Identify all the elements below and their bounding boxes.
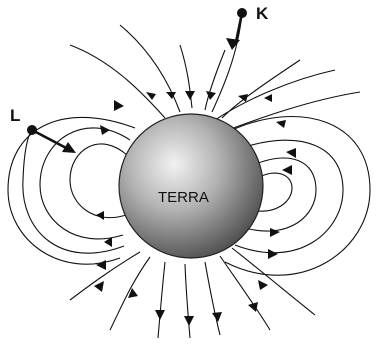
field-line-left-outer xyxy=(7,116,136,265)
field-line-bottom-7 xyxy=(231,247,316,316)
arrow-right-inner xyxy=(270,228,280,237)
field-line-top-3 xyxy=(179,44,193,109)
arrow-right-top-1 xyxy=(286,148,296,158)
arrow-top-1 xyxy=(146,92,156,100)
field-line-right-mid xyxy=(234,139,344,254)
point-L xyxy=(27,125,37,135)
arrow-left-outer xyxy=(96,260,106,270)
arrow-right-outer xyxy=(258,280,268,290)
field-line-L-loop xyxy=(22,129,125,254)
arrow-top-2 xyxy=(166,92,176,99)
field-line-right-inner xyxy=(244,157,317,232)
field-line-top-1 xyxy=(69,44,166,119)
field-line-top-5 xyxy=(214,69,336,121)
label-L: L xyxy=(10,106,20,125)
field-line-top-7 xyxy=(221,59,301,119)
arrow-bottom-2 xyxy=(128,288,138,298)
arrow-right-mid xyxy=(268,249,278,259)
arrow-bottom-4 xyxy=(184,316,194,326)
field-line-right-outer xyxy=(224,116,371,276)
field-line-bottom-5 xyxy=(204,261,221,336)
field-line-K xyxy=(211,12,243,113)
field-line-bottom-6 xyxy=(219,255,271,331)
vector-L-arrowhead xyxy=(62,142,76,153)
arrow-bottom-5 xyxy=(212,312,222,322)
arrow-left-mid xyxy=(104,237,112,247)
earth-sphere xyxy=(118,113,264,259)
arrow-bottom-6 xyxy=(248,302,258,312)
arrow-left-top-2 xyxy=(100,125,110,135)
arrow-bottom-1 xyxy=(94,281,104,292)
arrow-bottom-3 xyxy=(155,310,165,320)
field-line-left-mid xyxy=(39,127,131,240)
planet-label: TERRA xyxy=(158,189,209,206)
field-line-bottom-3 xyxy=(157,261,166,339)
field-line-top-4 xyxy=(204,49,226,111)
arrow-K xyxy=(226,38,240,50)
field-line-top-6 xyxy=(227,91,361,131)
arrow-top-3 xyxy=(185,91,195,100)
arrow-top-5 xyxy=(238,94,248,102)
arrow-left-top xyxy=(114,100,124,111)
arrow-top-7 xyxy=(276,120,286,128)
field-line-right-small xyxy=(251,172,293,212)
field-line-top-2 xyxy=(119,24,181,113)
point-K xyxy=(237,8,247,18)
arrow-top-6 xyxy=(264,94,272,102)
label-K: K xyxy=(256,4,269,23)
arrow-top-4 xyxy=(206,91,216,100)
arrow-right-top-2 xyxy=(282,165,292,175)
field-line-bottom-4 xyxy=(184,263,191,339)
vector-L xyxy=(31,128,71,152)
field-line-bottom-2 xyxy=(109,256,151,331)
arrow-left-inner xyxy=(96,211,104,220)
field-line-bottom-1 xyxy=(69,251,141,301)
